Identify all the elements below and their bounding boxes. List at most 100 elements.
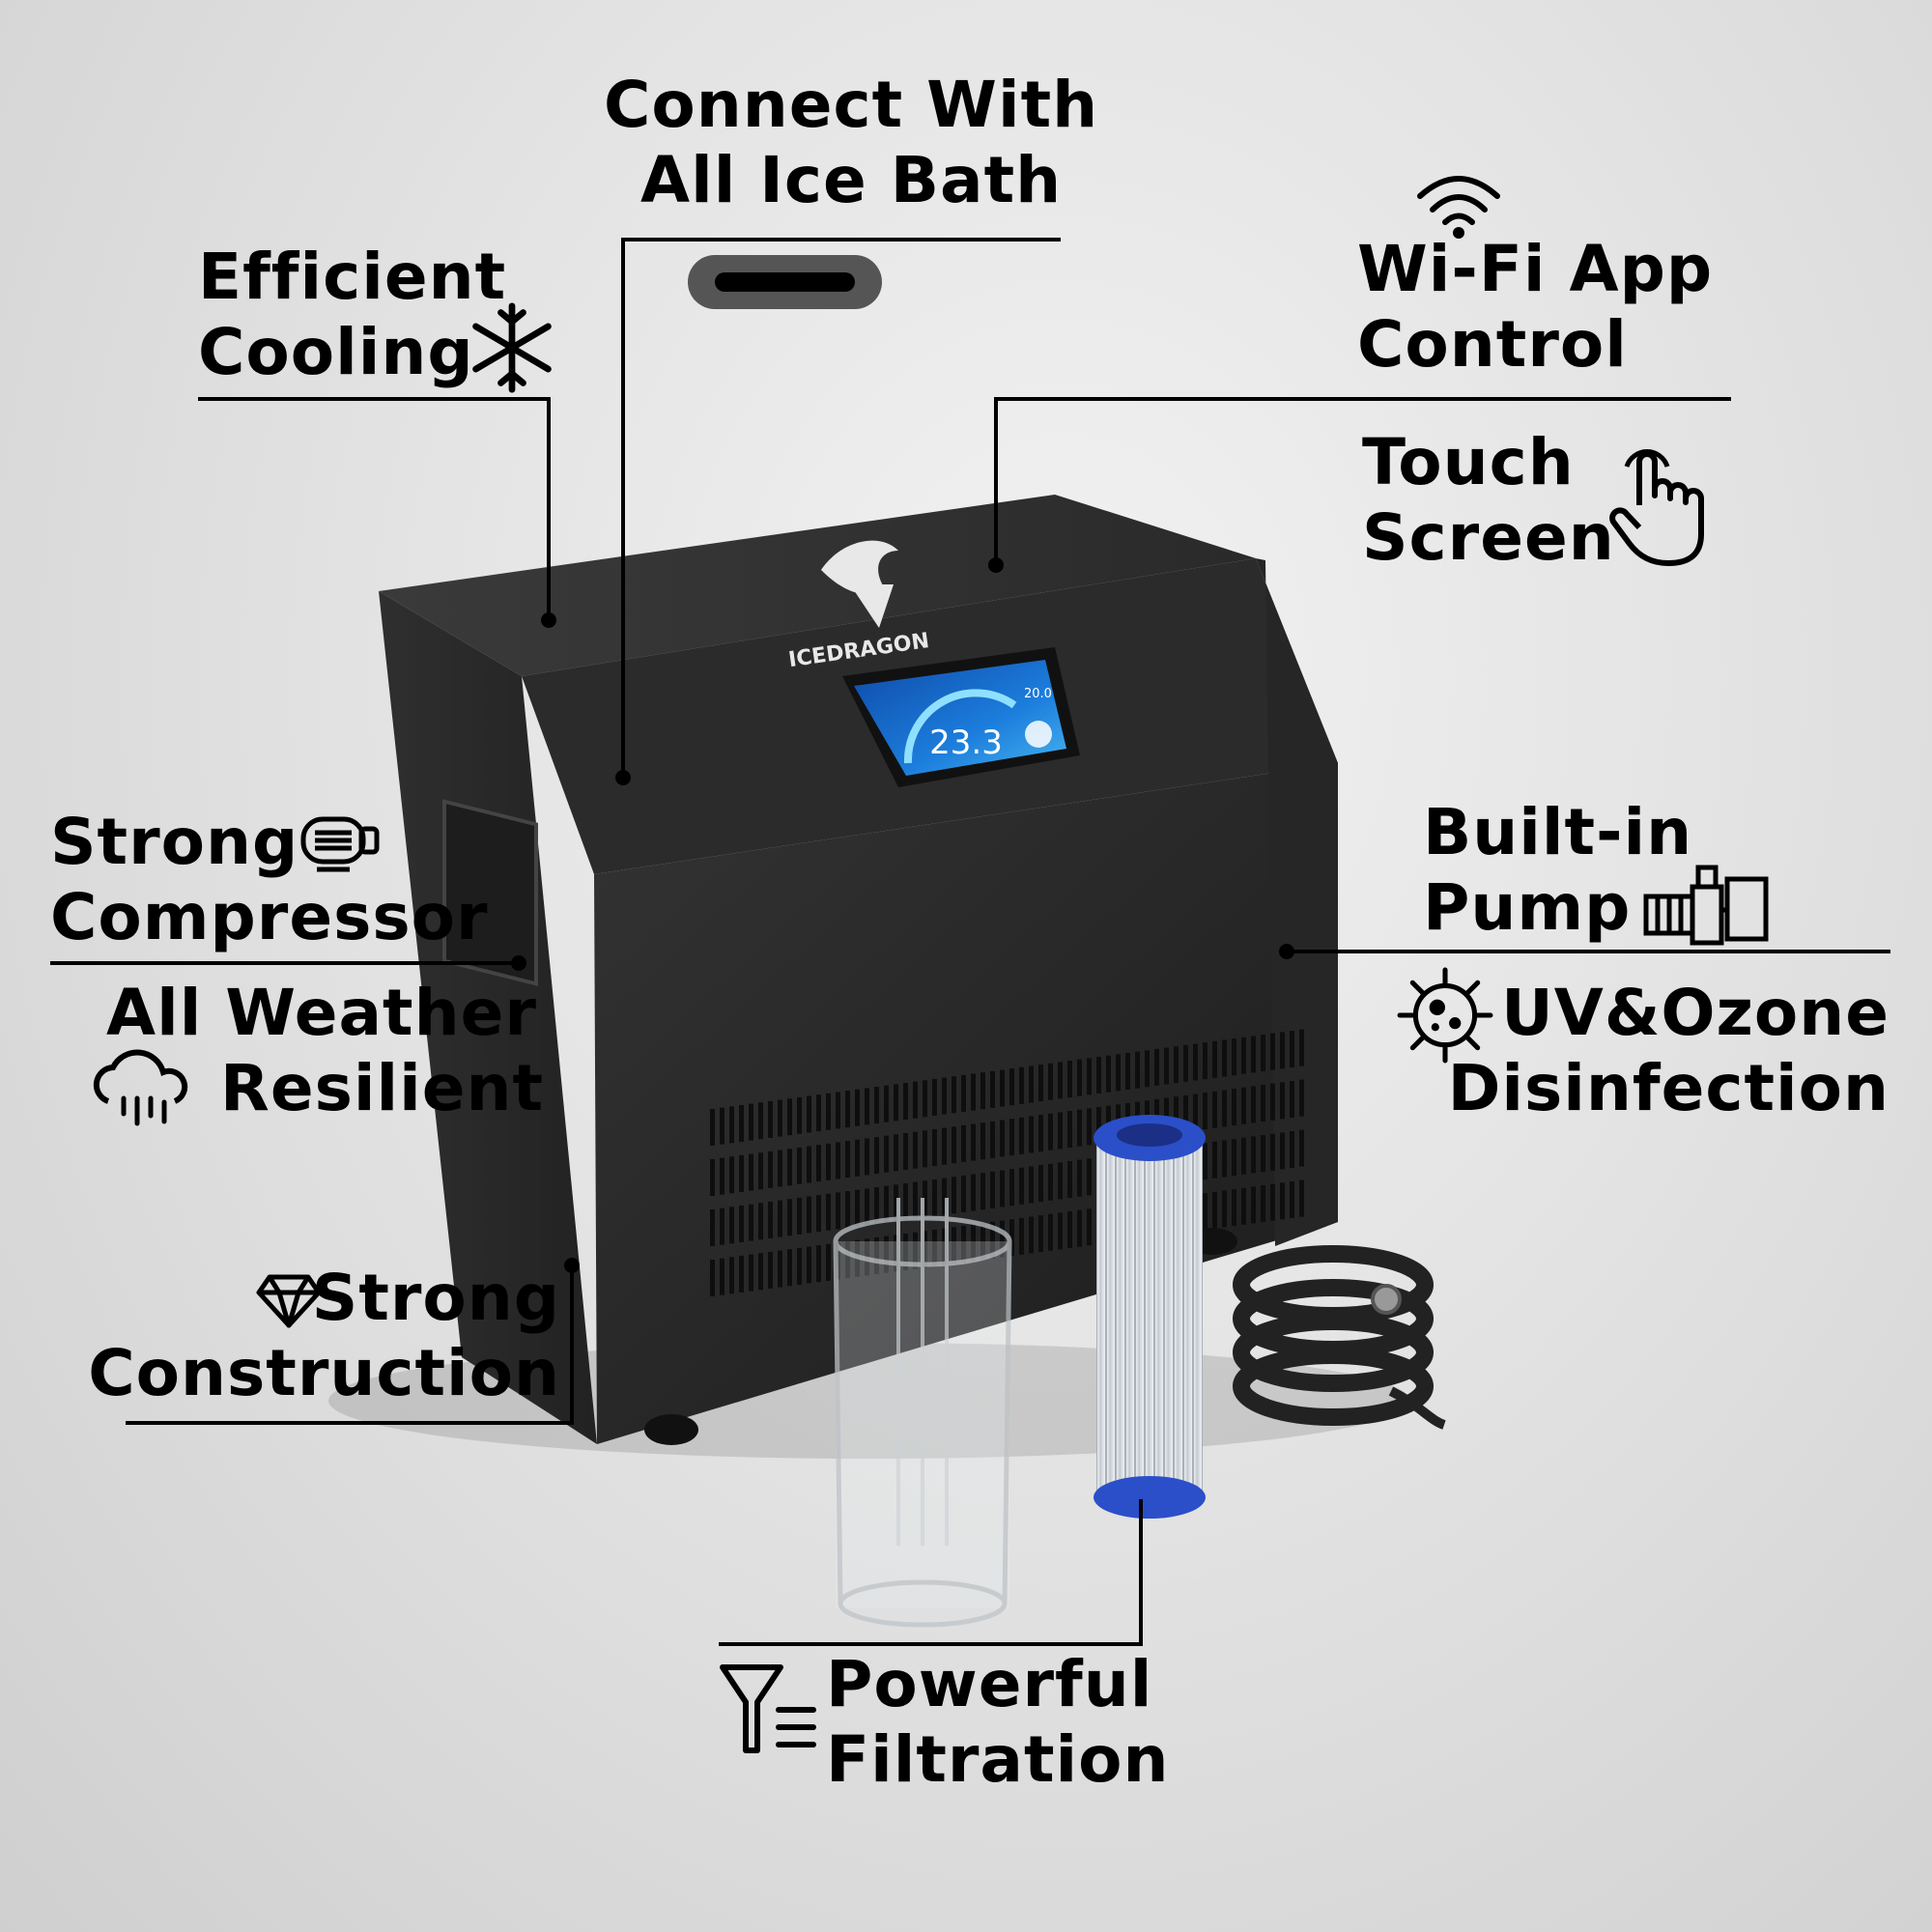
- vent-slot: [758, 1102, 763, 1140]
- vent-slot: [826, 1093, 831, 1130]
- vent-slot: [1067, 1211, 1072, 1249]
- vent-slot: [1106, 1055, 1111, 1093]
- vent-slot: [913, 1081, 918, 1119]
- vent-slot: [1299, 1179, 1304, 1217]
- vent-slot: [971, 1224, 976, 1262]
- vent-slot: [1299, 1129, 1304, 1167]
- vent-slot: [1261, 1185, 1265, 1223]
- vent-slot: [1077, 1109, 1082, 1147]
- vent-slot: [1222, 1190, 1227, 1228]
- pleated-filter-cartridge: [1094, 1115, 1206, 1519]
- vent-slot: [778, 1150, 782, 1187]
- vent-slot: [1261, 1085, 1265, 1122]
- vent-slot: [1096, 1107, 1101, 1144]
- vent-slot: [768, 1201, 773, 1238]
- vent-slot: [1038, 1215, 1043, 1253]
- feature-wifi-app-line2: Control: [1357, 307, 1628, 382]
- vent-slot: [884, 1185, 889, 1223]
- vent-slot: [836, 1142, 840, 1179]
- vent-slot: [1261, 1135, 1265, 1173]
- vent-slot: [942, 1178, 947, 1215]
- vent-slot: [961, 1124, 966, 1162]
- vent-slot: [1261, 1035, 1265, 1072]
- vent-slot: [720, 1208, 724, 1245]
- vent-slot: [1174, 1096, 1179, 1134]
- vent-slot: [980, 1122, 985, 1160]
- vent-slot: [1009, 1068, 1014, 1106]
- vent-slot: [980, 1072, 985, 1110]
- vent-slot: [729, 1207, 734, 1244]
- vent-slot: [990, 1171, 995, 1208]
- vent-slot: [739, 1154, 744, 1192]
- feature-strong-compressor-line1: Strong: [50, 805, 299, 879]
- feature-connect-ice-bath-line1: Connect With: [604, 68, 1099, 142]
- vent-slot: [807, 1196, 811, 1234]
- vent-slot: [1009, 1169, 1014, 1207]
- callout-line-construction: [126, 1265, 574, 1425]
- vent-slot: [1251, 1186, 1256, 1224]
- vent-slot: [1000, 1120, 1005, 1157]
- vent-slot: [797, 1096, 802, 1134]
- feature-built-in-pump: Built-in Pump: [1423, 795, 1692, 946]
- wifi-icon: [1417, 176, 1500, 239]
- feature-all-weather-line1: All Weather: [106, 976, 537, 1050]
- vent-slot: [1290, 1131, 1294, 1168]
- vent-slot: [739, 1205, 744, 1242]
- filter-icon: [720, 1664, 816, 1753]
- vent-slot: [894, 1235, 898, 1272]
- vent-slot: [1193, 1043, 1198, 1081]
- vent-slot: [980, 1173, 985, 1210]
- vent-slot: [826, 1243, 831, 1281]
- vent-slot: [710, 1260, 715, 1296]
- feature-powerful-filtration-line2: Filtration: [826, 1722, 1170, 1797]
- feature-efficient-cooling: Efficient Cooling: [198, 240, 506, 390]
- vent-slot: [1193, 1094, 1198, 1131]
- vent-slot: [1270, 1033, 1275, 1070]
- vent-slot: [816, 1094, 821, 1132]
- vent-slot: [807, 1095, 811, 1133]
- vent-slot: [903, 1183, 908, 1220]
- wheel-front-left: [644, 1414, 698, 1445]
- vent-slot: [874, 1137, 879, 1175]
- feature-all-weather: All Weather Resilient: [106, 976, 544, 1126]
- vent-slot: [768, 1251, 773, 1289]
- vent-slot: [816, 1145, 821, 1182]
- vent-slot: [855, 1089, 860, 1126]
- vent-slot: [1212, 1191, 1217, 1229]
- vent-slot: [1029, 1065, 1034, 1103]
- vent-slot: [1009, 1219, 1014, 1257]
- vent-slot: [845, 1241, 850, 1279]
- vent-slot: [874, 1087, 879, 1124]
- feature-built-in-pump-line2: Pump: [1423, 870, 1632, 945]
- vent-slot: [787, 1098, 792, 1136]
- vent-slot: [816, 1195, 821, 1233]
- vent-slot: [923, 1130, 927, 1168]
- feature-efficient-cooling-line2: Cooling: [198, 315, 474, 389]
- vent-slot: [1241, 1037, 1246, 1074]
- vent-slot: [1048, 1063, 1053, 1100]
- feature-uv-ozone-line1: UV&Ozone: [1501, 976, 1889, 1050]
- rain-cloud-icon: [93, 1049, 188, 1126]
- feature-built-in-pump-line1: Built-in: [1423, 795, 1693, 869]
- vent-slot: [1183, 1094, 1188, 1132]
- vent-slot: [749, 1204, 753, 1241]
- feature-connect-ice-bath-line2: All Ice Bath: [640, 143, 1063, 217]
- vent-slot: [1222, 1140, 1227, 1178]
- feature-uv-ozone-line2: Disinfection: [1447, 1051, 1889, 1125]
- feature-strong-construction-line2: Construction: [88, 1336, 560, 1410]
- vent-slot: [797, 1197, 802, 1235]
- snowflake-icon: [472, 302, 552, 393]
- feature-strong-construction-line1: Strong: [311, 1261, 560, 1335]
- vent-slot: [971, 1123, 976, 1161]
- vent-slot: [980, 1223, 985, 1261]
- vent-slot: [942, 1228, 947, 1265]
- vent-slot: [894, 1084, 898, 1122]
- feature-strong-compressor-line2: Compressor: [50, 880, 489, 954]
- vent-slot: [797, 1247, 802, 1285]
- vent-slot: [952, 1126, 956, 1164]
- vent-slot: [749, 1103, 753, 1141]
- vent-slot: [913, 1131, 918, 1169]
- vent-slot: [1222, 1039, 1227, 1077]
- vent-slot: [884, 1085, 889, 1122]
- vent-slot: [1212, 1040, 1217, 1078]
